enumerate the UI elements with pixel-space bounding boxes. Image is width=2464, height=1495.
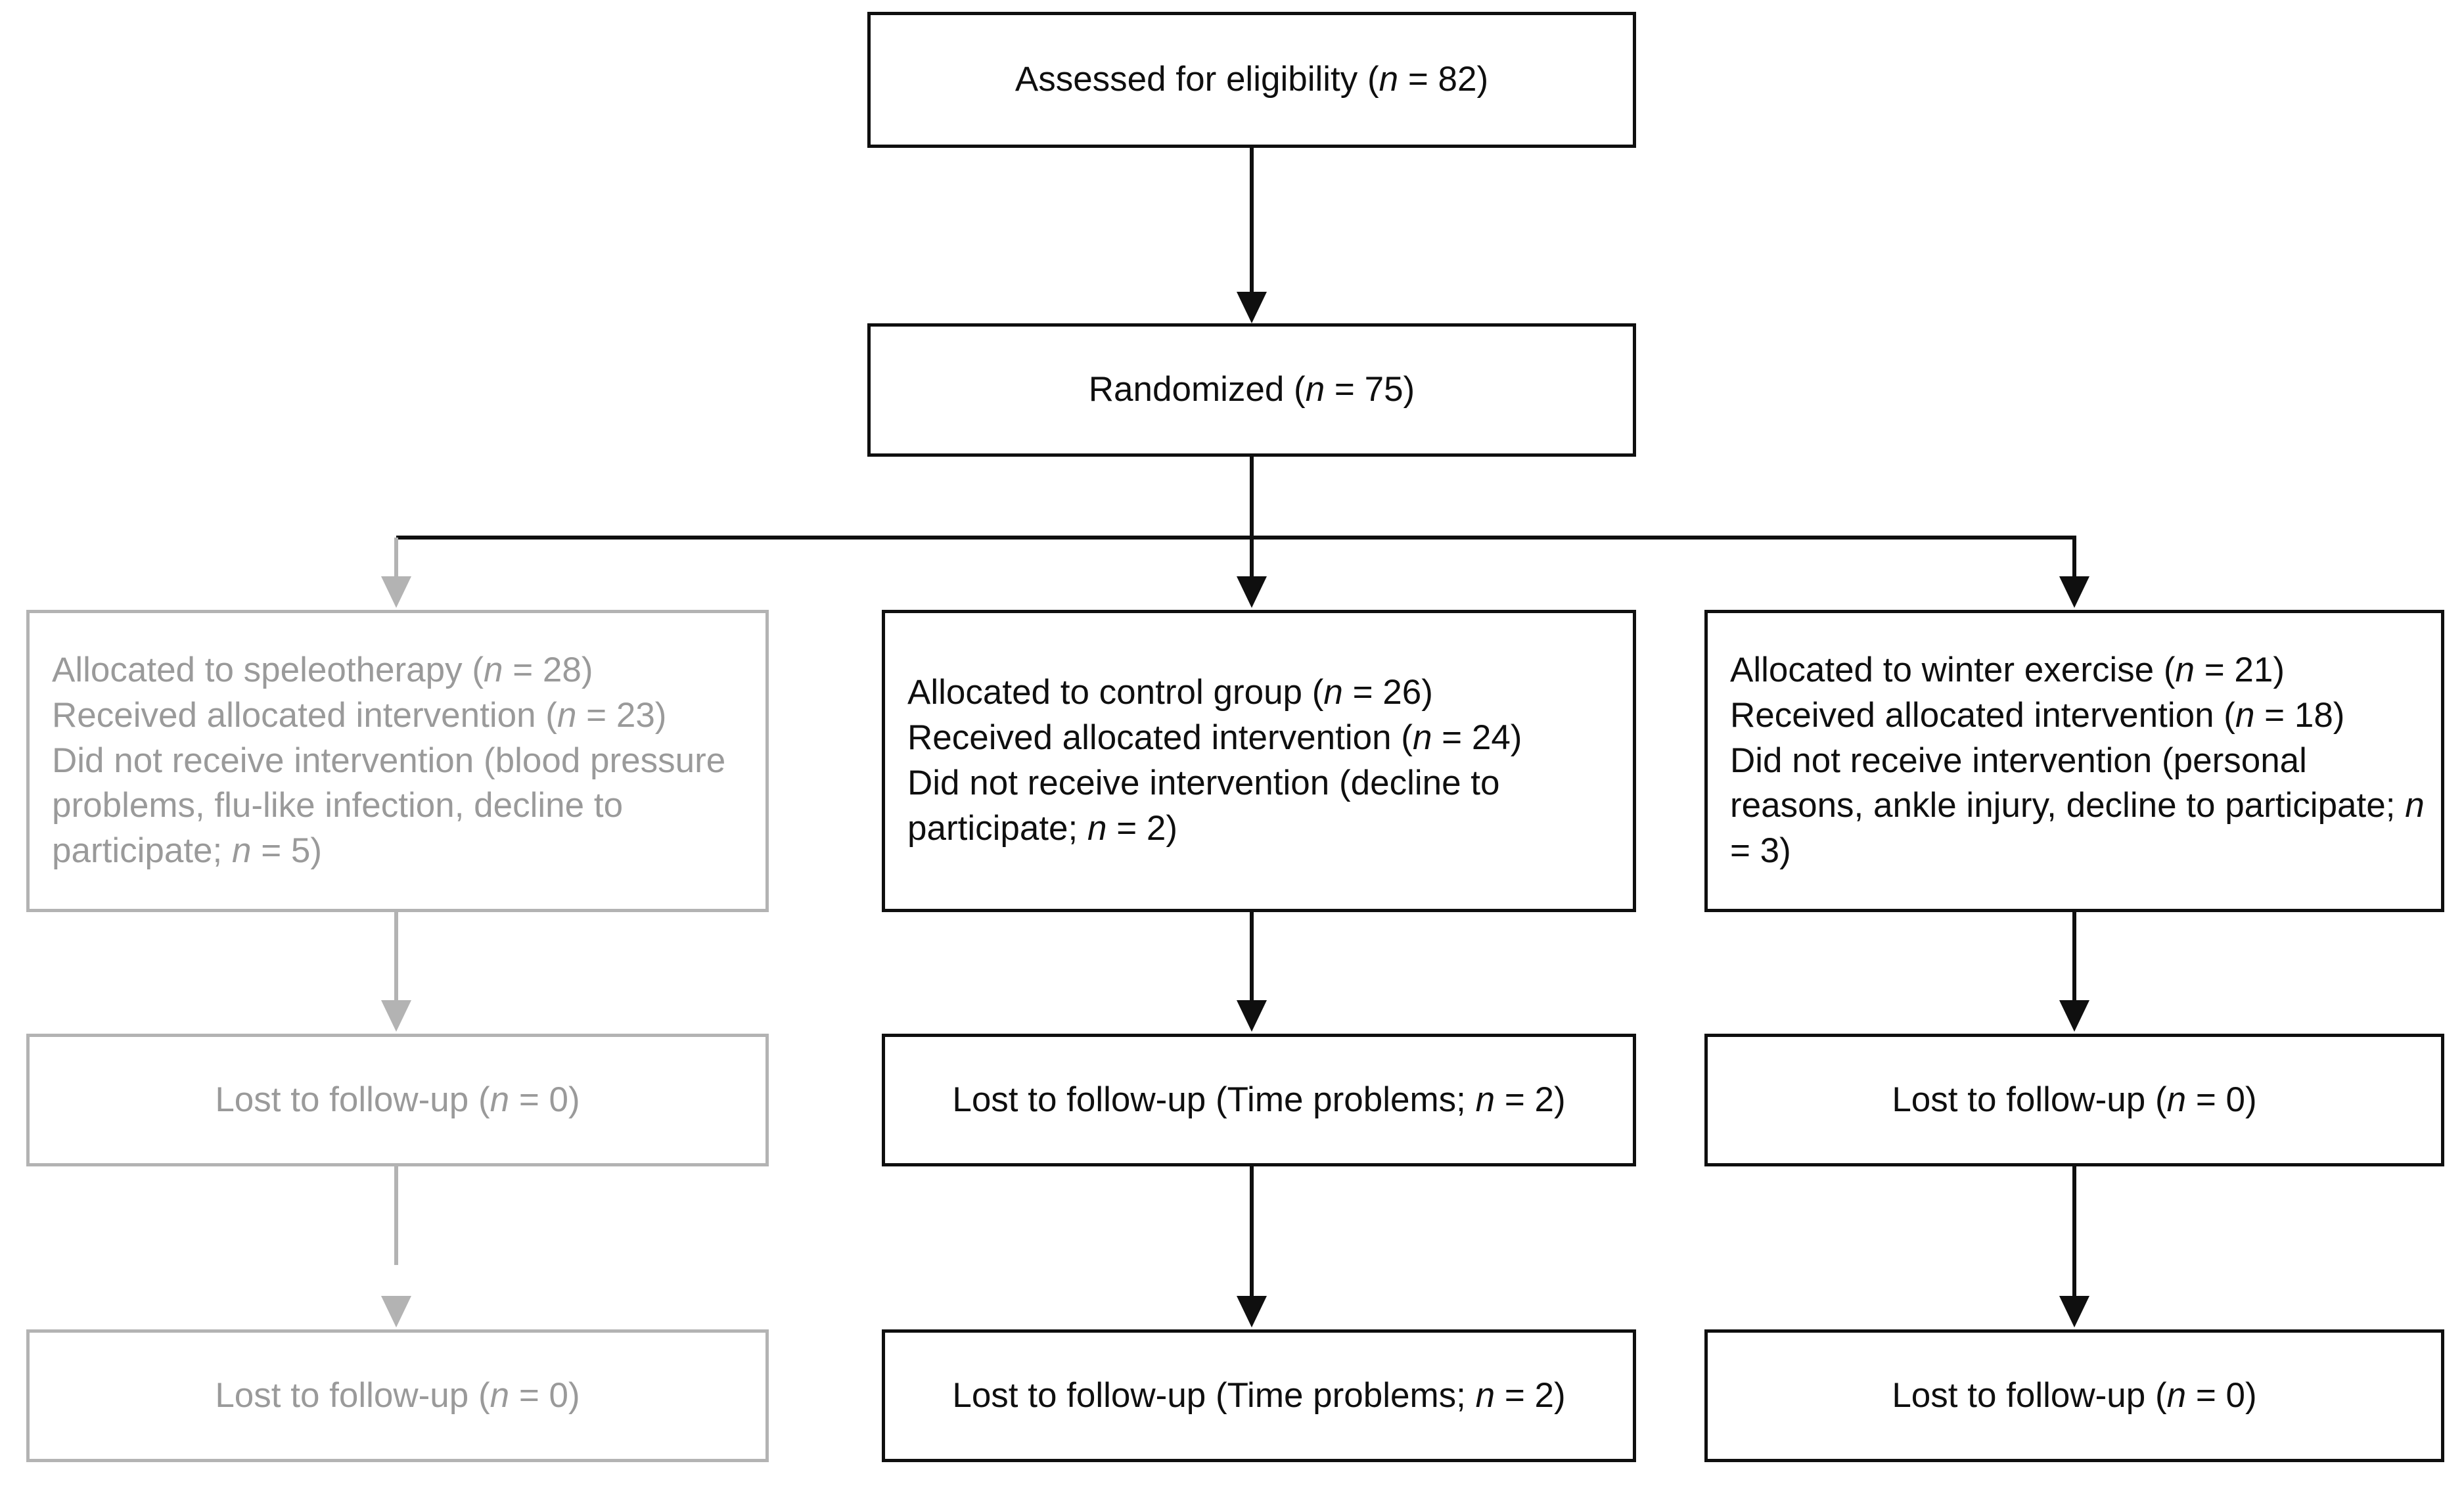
- allocation-line-3: Did not receive intervention (blood pres…: [52, 741, 726, 871]
- connector-control-to-followup2: [1250, 1166, 1254, 1296]
- arrowhead-control-followup1: [1237, 1000, 1267, 1032]
- box-allocation-control: Allocated to control group (n = 26) Rece…: [882, 610, 1636, 912]
- box-followup1-speleotherapy: Lost to follow-up (n = 0): [26, 1034, 769, 1166]
- connector-speleotherapy-to-followup1: [394, 912, 398, 1002]
- allocation-line-3: Did not receive intervention (personal r…: [1730, 741, 2425, 871]
- box-followup2-winter-exercise: Lost to follow-up (n = 0): [1704, 1329, 2444, 1462]
- box-followup2-speleotherapy: Lost to follow-up (n = 0): [26, 1329, 769, 1462]
- randomized-label: Randomized (n = 75): [1088, 370, 1415, 409]
- box-followup1-winter-exercise: Lost to follow-up (n = 0): [1704, 1034, 2444, 1166]
- connector-winter-exercise-to-followup2: [2072, 1166, 2076, 1296]
- connector-assessed-to-randomized: [1250, 148, 1254, 294]
- arrowhead-control-followup2: [1237, 1296, 1267, 1327]
- allocation-line-1: Allocated to speleotherapy (n = 28): [52, 650, 593, 689]
- connector-speleotherapy-to-followup2: [394, 1166, 398, 1265]
- connector-winter-exercise-to-followup1: [2072, 912, 2076, 1002]
- followup-label: Lost to follow-up (n = 0): [215, 1375, 580, 1415]
- allocation-line-1: Allocated to control group (n = 26): [907, 673, 1433, 712]
- followup-label: Lost to follow-up (Time problems; n = 2): [952, 1375, 1566, 1415]
- allocation-split-bar: [396, 536, 2076, 540]
- allocation-line-1: Allocated to winter exercise (n = 21): [1730, 650, 2285, 689]
- box-followup2-control: Lost to follow-up (Time problems; n = 2): [882, 1329, 1636, 1462]
- followup-label: Lost to follow-up (n = 0): [1892, 1375, 2257, 1415]
- assessed-label: Assessed for eligibility (n = 82): [1015, 60, 1489, 99]
- arrowhead-speleotherapy-followup2: [381, 1296, 411, 1327]
- allocation-line-2: Received allocated intervention (n = 24): [907, 718, 1522, 758]
- connector-control-to-followup1: [1250, 912, 1254, 1002]
- arrowhead-control-allocation: [1237, 576, 1267, 608]
- followup-label: Lost to follow-up (n = 0): [215, 1080, 580, 1119]
- box-allocation-winter-exercise: Allocated to winter exercise (n = 21) Re…: [1704, 610, 2444, 912]
- arrowhead-winter-exercise-followup1: [2059, 1000, 2089, 1032]
- arrowhead-randomized: [1237, 292, 1267, 323]
- allocation-line-2: Received allocated intervention (n = 23): [52, 695, 667, 735]
- allocation-line-2: Received allocated intervention (n = 18): [1730, 695, 2345, 735]
- arrowhead-speleotherapy-followup1: [381, 1000, 411, 1032]
- connector-branch-control: [1250, 538, 1254, 578]
- box-allocation-speleotherapy: Allocated to speleotherapy (n = 28) Rece…: [26, 610, 769, 912]
- connector-branch-winter-exercise: [2072, 538, 2076, 578]
- box-randomized: Randomized (n = 75): [867, 323, 1636, 457]
- allocation-line-3: Did not receive intervention (decline to…: [907, 764, 1500, 848]
- connector-randomized-stem: [1250, 457, 1254, 540]
- followup-label: Lost to follow-up (n = 0): [1892, 1080, 2257, 1119]
- connector-branch-speleotherapy: [394, 538, 398, 578]
- followup-label: Lost to follow-up (Time problems; n = 2): [952, 1080, 1566, 1119]
- arrowhead-winter-exercise-followup2: [2059, 1296, 2089, 1327]
- arrowhead-speleotherapy-allocation: [381, 576, 411, 608]
- arrowhead-winter-exercise-allocation: [2059, 576, 2089, 608]
- box-followup1-control: Lost to follow-up (Time problems; n = 2): [882, 1034, 1636, 1166]
- box-assessed-for-eligibility: Assessed for eligibility (n = 82): [867, 12, 1636, 148]
